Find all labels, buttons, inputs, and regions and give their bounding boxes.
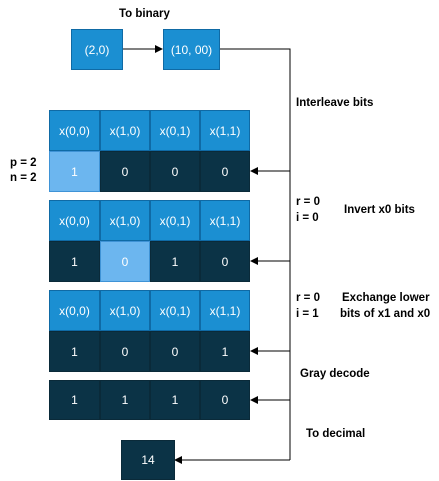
header3-x00: x(0,0) — [49, 290, 100, 331]
interleave-label: Interleave bits — [296, 97, 374, 109]
gray-decode-label: Gray decode — [300, 368, 370, 380]
cell-r2-c3: 1 — [150, 241, 200, 282]
header2-x00: x(0,0) — [49, 200, 100, 241]
header2-x10: x(1,0) — [100, 200, 150, 241]
cell-r1-c3: 0 — [150, 151, 200, 192]
header2-x01: x(0,1) — [150, 200, 200, 241]
step1-r: r = 0 — [296, 196, 320, 208]
step2-label-line2: bits of x1 and x0 — [340, 308, 431, 320]
step1-i: i = 0 — [296, 212, 319, 224]
step2-label-line1: Exchange lower — [342, 292, 430, 304]
cell-r3-c4: 1 — [200, 331, 250, 372]
header-x10: x(1,0) — [100, 110, 150, 151]
cell-r2-c2: 0 — [100, 241, 150, 282]
to-binary-label: To binary — [119, 8, 170, 20]
header-x00: x(0,0) — [49, 110, 100, 151]
cell-r1-c4: 0 — [200, 151, 250, 192]
cell-r3-c1: 1 — [49, 331, 100, 372]
step2-r: r = 0 — [296, 292, 320, 304]
to-decimal-label: To decimal — [306, 428, 366, 440]
cell-r4-c2: 1 — [100, 380, 150, 420]
step1-label: Invert x0 bits — [344, 204, 415, 216]
header-x01: x(0,1) — [150, 110, 200, 151]
cell-r1-c2: 0 — [100, 151, 150, 192]
main-vertical-line — [220, 48, 291, 460]
header-x11: x(1,1) — [200, 110, 250, 151]
header3-x11: x(1,1) — [200, 290, 250, 331]
cell-r2-c1: 1 — [49, 241, 100, 282]
binary-box: (10, 00) — [163, 29, 220, 70]
param-n: n = 2 — [10, 172, 37, 184]
header2-x11: x(1,1) — [200, 200, 250, 241]
input-box: (2,0) — [71, 29, 123, 70]
cell-r2-c4: 0 — [200, 241, 250, 282]
header3-x10: x(1,0) — [100, 290, 150, 331]
cell-r4-c1: 1 — [49, 380, 100, 420]
cell-r3-c2: 0 — [100, 331, 150, 372]
cell-r4-c3: 1 — [150, 380, 200, 420]
header3-x01: x(0,1) — [150, 290, 200, 331]
param-p: p = 2 — [10, 157, 37, 169]
result-box: 14 — [121, 440, 175, 480]
cell-r4-c4: 0 — [200, 380, 250, 420]
cell-r1-c1: 1 — [49, 151, 100, 192]
cell-r3-c3: 0 — [150, 331, 200, 372]
step2-i: i = 1 — [296, 308, 319, 320]
